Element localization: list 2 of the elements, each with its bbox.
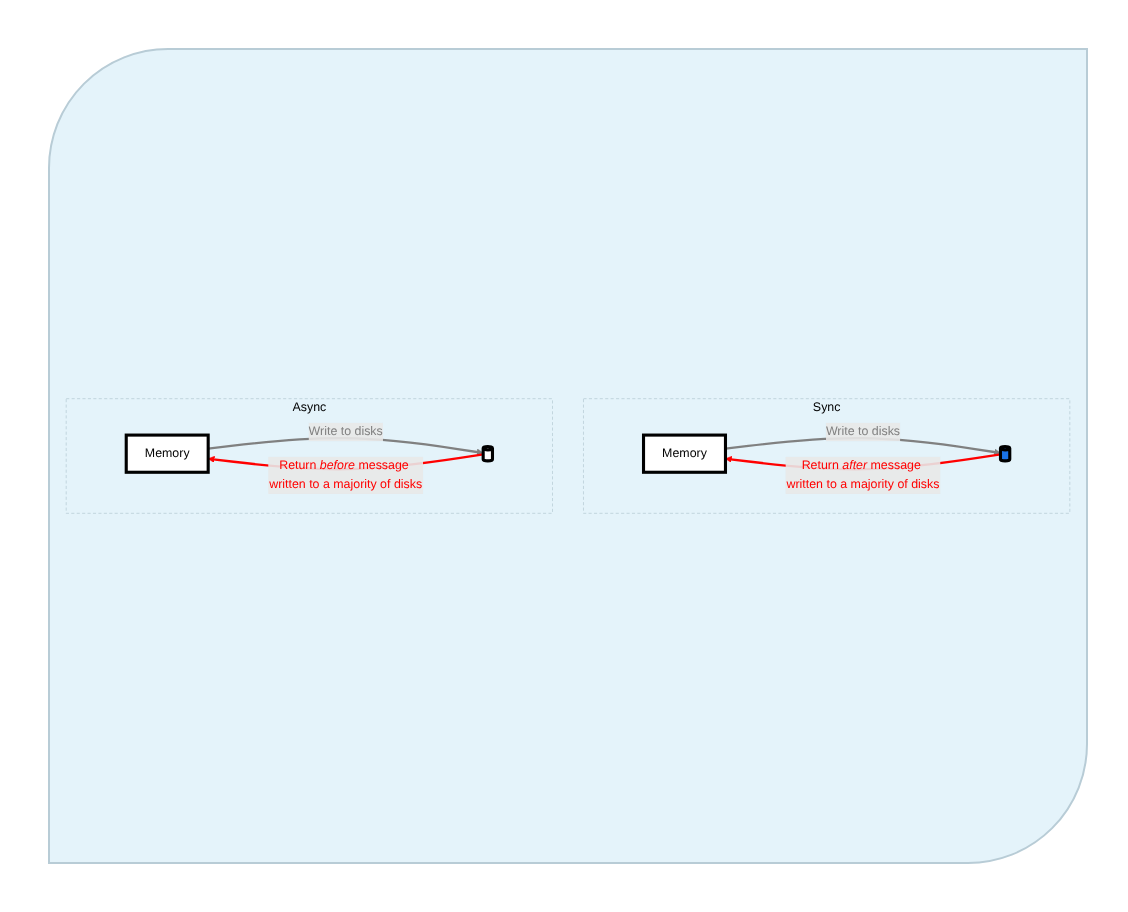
node-cylinder	[481, 444, 495, 463]
node-cylinder	[998, 444, 1012, 463]
